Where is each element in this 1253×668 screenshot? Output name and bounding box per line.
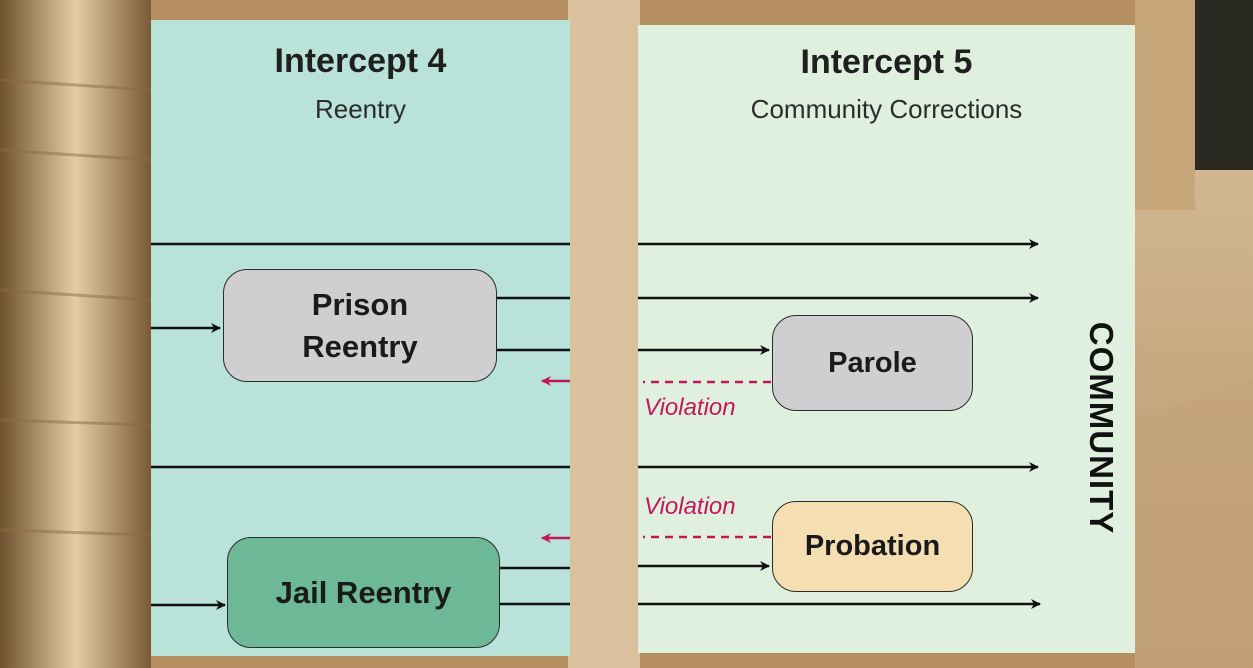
intercept-4-subtitle: Reentry [314, 94, 407, 124]
intercept-5-subtitle: Community Corrections [750, 94, 1023, 124]
parole-box: Parole [772, 315, 973, 411]
intercept-4-title: Intercept 4 [274, 42, 447, 80]
violation-label-parole: Violation [644, 394, 736, 421]
community-label: COMMUNITY [1083, 321, 1120, 535]
jail-reentry-label: Jail Reentry [275, 574, 452, 610]
probation-box: Probation [772, 501, 973, 592]
intercept-5-title: Intercept 5 [800, 43, 973, 81]
prison-reentry-box: Prison Reentry [223, 269, 497, 382]
violation-label-probation: Violation [644, 493, 736, 520]
prison-reentry-label-line2: Reentry [302, 328, 418, 364]
jail-reentry-box: Jail Reentry [227, 537, 500, 648]
prison-reentry-label-line1: Prison [311, 286, 409, 322]
probation-label: Probation [804, 530, 941, 562]
parole-label: Parole [828, 346, 917, 379]
